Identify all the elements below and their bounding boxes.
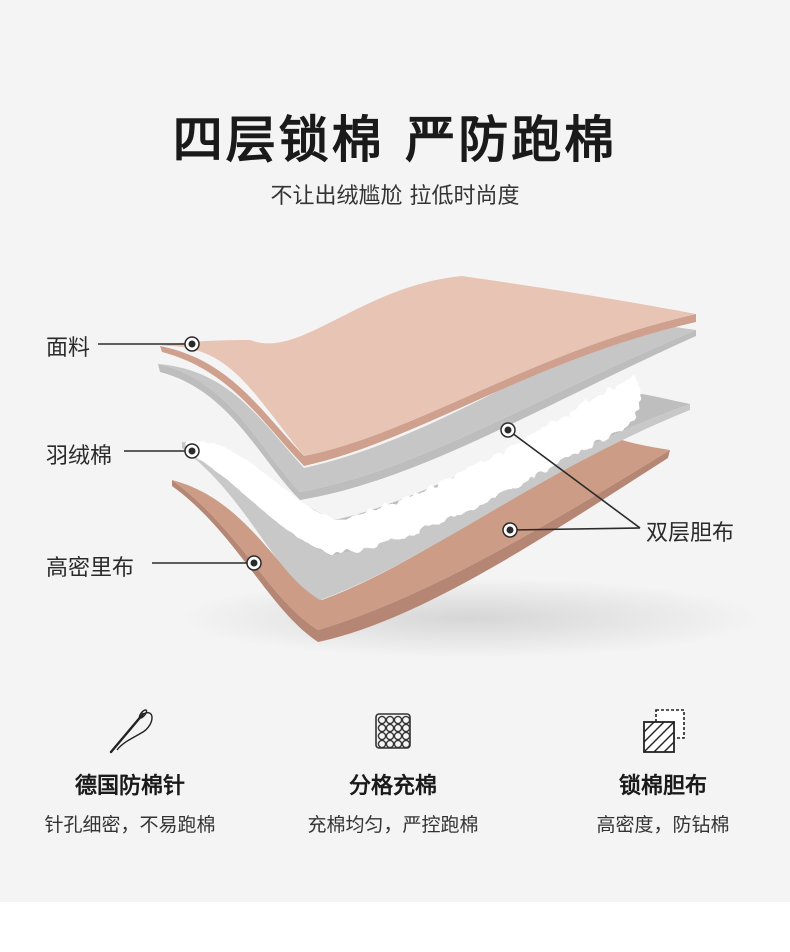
label-down: 羽绒棉 — [46, 444, 113, 469]
fabric-swatch-icon — [643, 709, 685, 753]
feature-lock-liner: 锁棉胆布 高密度，防钻棉 — [533, 704, 790, 837]
upper-liner-layer — [158, 324, 696, 500]
feature-desc: 针孔细密，不易跑棉 — [44, 814, 216, 836]
layer-diagram — [98, 276, 760, 658]
lining-layer — [172, 436, 670, 642]
fabric-layer — [160, 276, 696, 466]
feature-title: 德国防棉针 — [74, 774, 185, 799]
feature-title: 分格充棉 — [348, 774, 437, 799]
feature-needle: 德国防棉针 针孔细密，不易跑棉 — [0, 704, 260, 837]
feature-desc: 高密度，防钻棉 — [596, 814, 730, 836]
feature-desc: 充棉均匀，严控跑棉 — [307, 814, 479, 836]
needle-icon — [109, 709, 153, 754]
grid-quilt-icon — [375, 713, 411, 749]
label-lining: 高密里布 — [46, 556, 135, 581]
page-subtitle: 不让出绒尴尬 拉低时尚度 — [270, 184, 520, 209]
page-title: 四层锁棉 严防跑棉 — [172, 111, 618, 169]
label-fabric: 面料 — [46, 336, 91, 361]
feature-grid-fill: 分格充棉 充棉均匀，严控跑棉 — [263, 704, 523, 837]
leader-lines — [98, 343, 641, 564]
feature-title: 锁棉胆布 — [618, 774, 707, 799]
down-layer — [186, 374, 641, 555]
label-double-liner: 双层胆布 — [646, 521, 735, 546]
marker-dots — [184, 336, 518, 571]
product-panel: 四层锁棉 严防跑棉 不让出绒尴尬 拉低时尚度 — [0, 0, 790, 902]
